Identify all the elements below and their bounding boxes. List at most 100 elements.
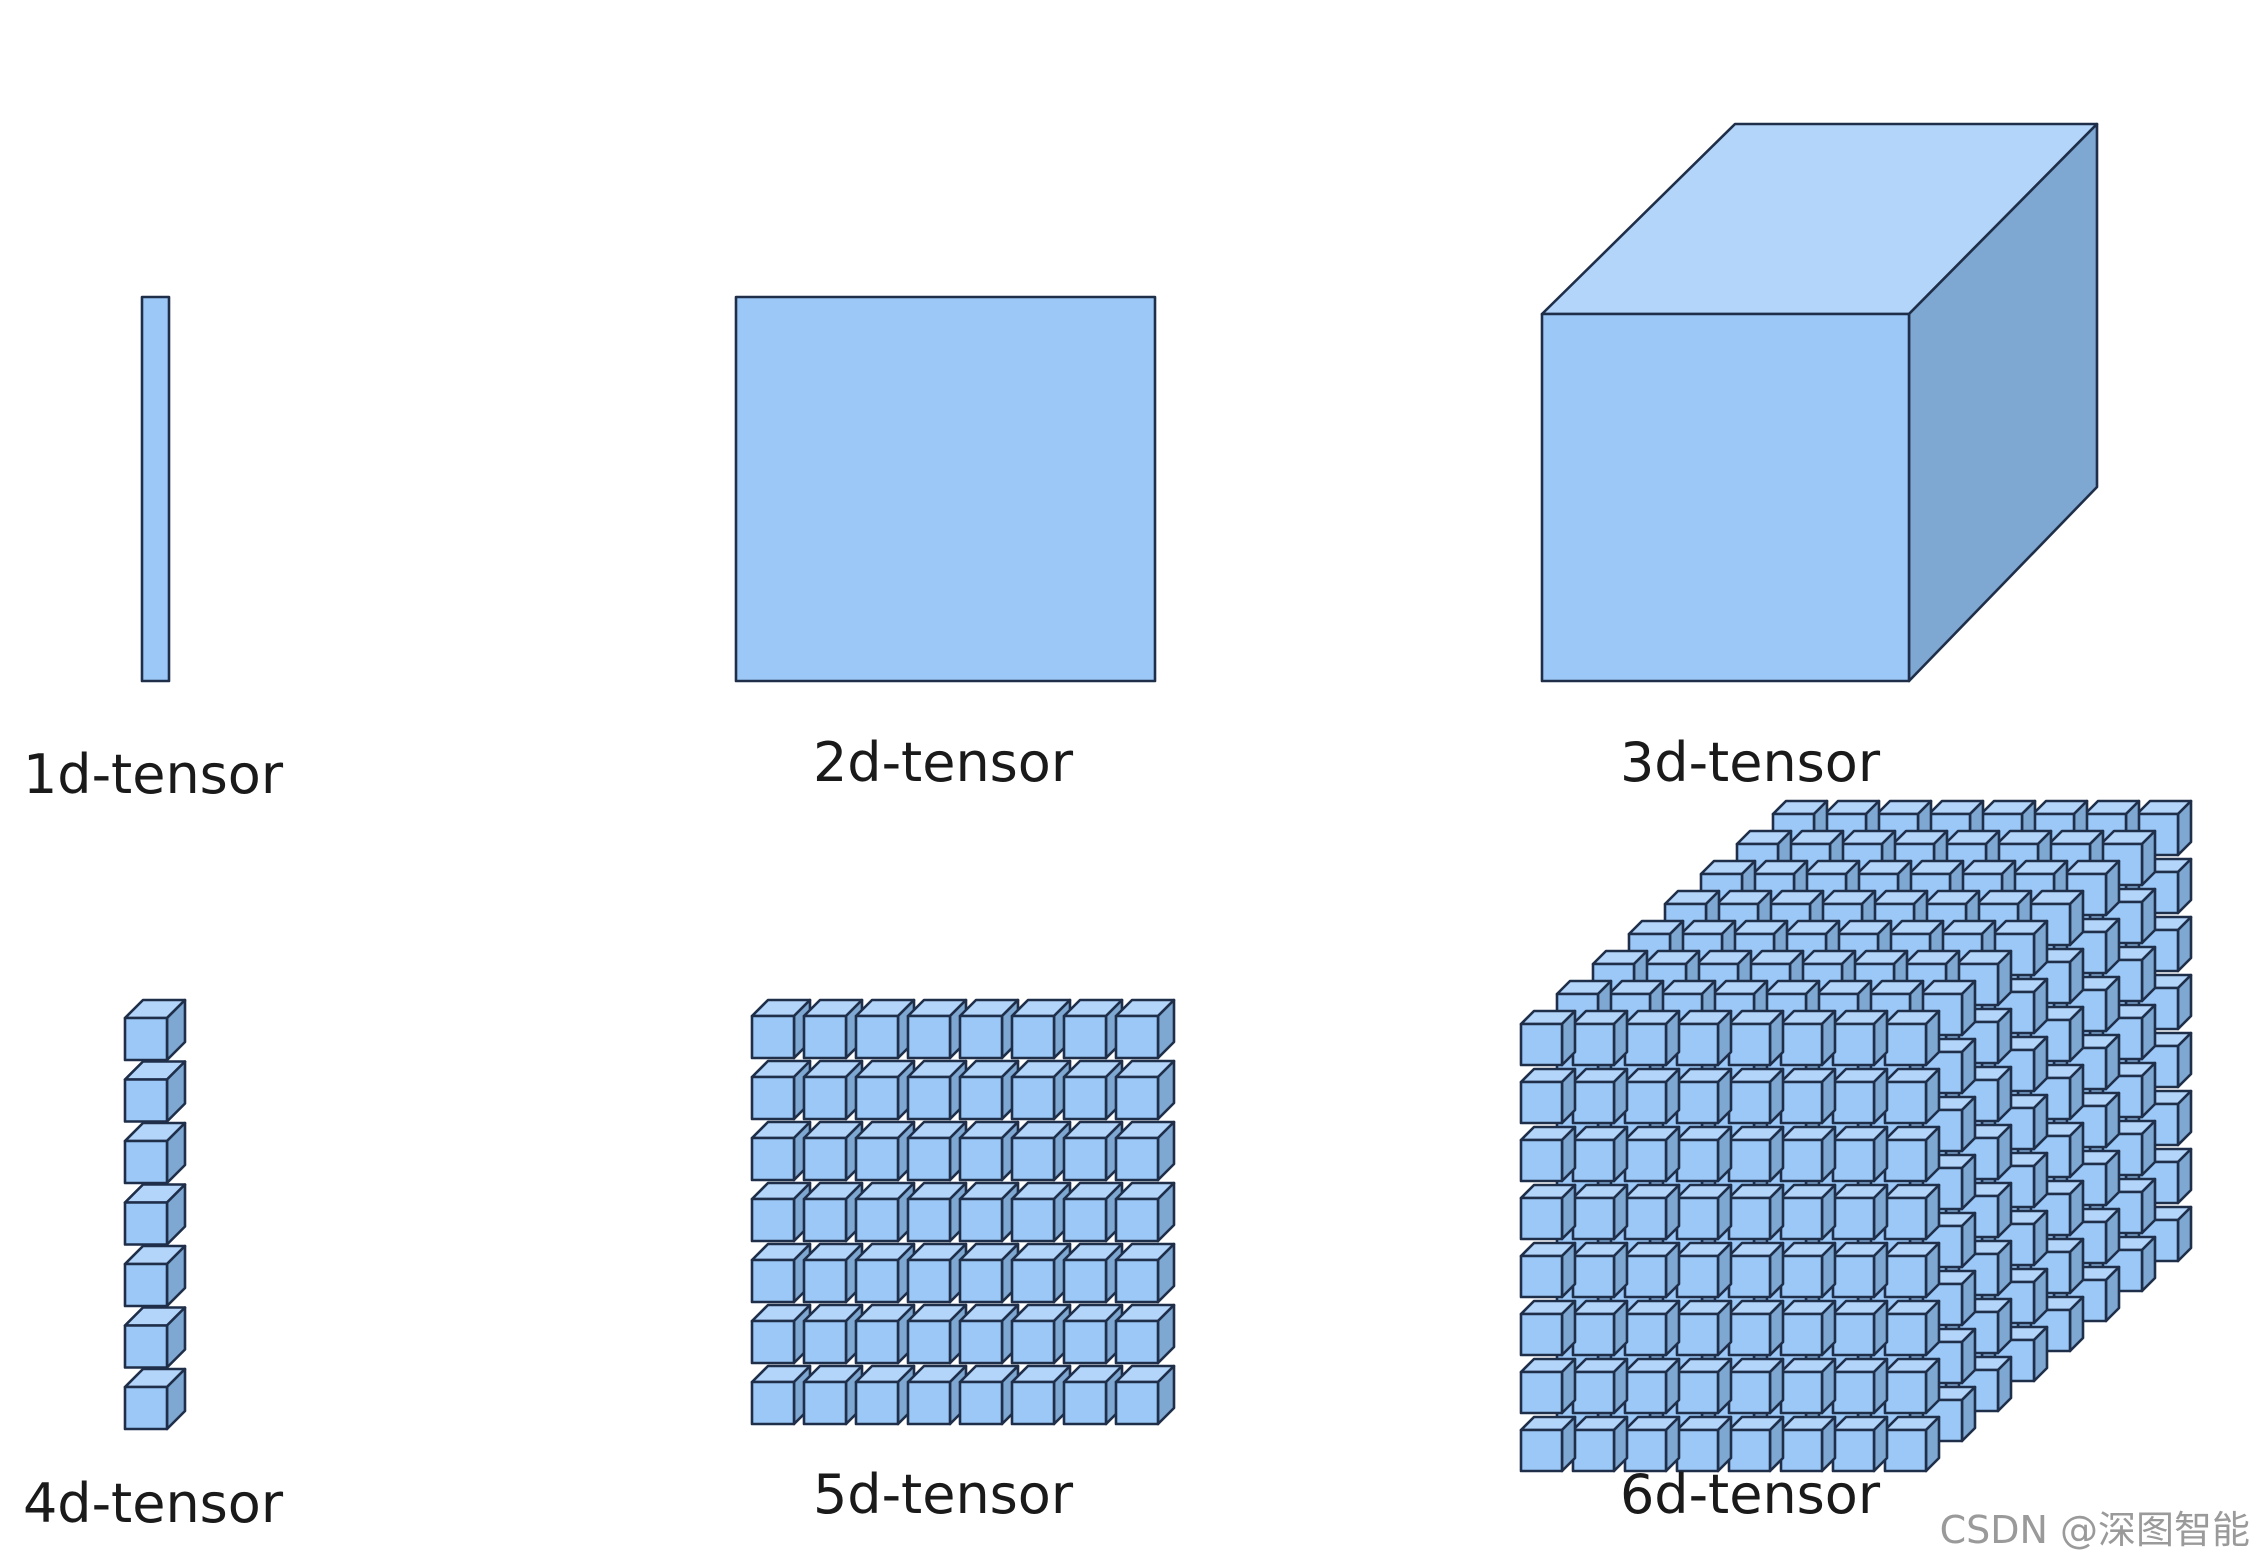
tensor-5d-cube (1062, 1059, 1124, 1121)
tensor-6d-cube (1675, 1357, 1733, 1415)
tensor-4d-cube (123, 1306, 187, 1369)
tensor-6d-cube (1675, 1415, 1733, 1473)
tensor-6d-cube (1519, 1067, 1577, 1125)
tensor-6d-cube (1727, 1357, 1785, 1415)
tensor-5d-cube (1114, 1364, 1176, 1426)
label-2d-tensor: 2d-tensor (813, 731, 1074, 794)
tensor-5d-cube (958, 1181, 1020, 1243)
tensor-6d-cube (1919, 979, 1977, 1037)
tensor-5d-cube (906, 1059, 968, 1121)
tensor-4d-cube-column (123, 998, 187, 1431)
tensor-5d-cube (906, 1364, 968, 1426)
tensor-5d-cube (1114, 998, 1176, 1060)
tensor-6d-cube (1623, 1299, 1681, 1357)
tensor-6d-cube (2135, 1031, 2193, 1089)
tensor-5d-cube (958, 1059, 1020, 1121)
tensor-5d-cube (802, 1242, 864, 1304)
tensor-5d-cube (750, 998, 812, 1060)
tensor-1d-bar (140, 295, 171, 683)
tensor-2d-shape (734, 295, 1157, 683)
tensor-5d-cube (1062, 998, 1124, 1060)
tensor-5d-cube (1010, 1181, 1072, 1243)
tensor-6d-cube (1571, 1299, 1629, 1357)
tensor-5d-cube (1062, 1120, 1124, 1182)
tensor-6d-cube (1727, 1067, 1785, 1125)
tensor-5d-cube (802, 998, 864, 1060)
tensor-5d-cube (854, 1059, 916, 1121)
tensor-6d-cube (1519, 1357, 1577, 1415)
tensor-5d-cube (750, 1181, 812, 1243)
watermark-text: CSDN @深图智能 (1940, 1508, 2250, 1552)
tensor-6d-cube (1571, 1125, 1629, 1183)
tensor-5d-cube (750, 1242, 812, 1304)
label-5d-tensor: 5d-tensor (813, 1463, 1074, 1526)
tensor-4d-cube (123, 1367, 187, 1431)
tensor-6d-cube (1831, 1357, 1889, 1415)
tensor-5d-cube (750, 1364, 812, 1426)
tensor-5d-cube (1114, 1242, 1176, 1304)
tensor-5d-cube (1010, 1303, 1072, 1365)
tensor-6d-cube (1779, 1067, 1837, 1125)
tensor-6d-cube (1623, 1357, 1681, 1415)
tensor-5d-cube (958, 998, 1020, 1060)
tensor-6d-cube (1779, 1183, 1837, 1241)
tensor-6d-cube (1727, 1125, 1785, 1183)
tensor-6d-cube (1727, 1241, 1785, 1299)
tensor-3d-shape (1540, 122, 2099, 683)
tensor-5d-cube (1114, 1120, 1176, 1182)
tensor-5d-cube (854, 1364, 916, 1426)
tensor-3d-front-face (1540, 312, 1911, 683)
tensor-6d-cube-block (1519, 799, 2193, 1473)
tensor-6d-cube (1571, 1357, 1629, 1415)
tensor-6d-cube (1779, 1357, 1837, 1415)
tensor-6d-cube (1519, 1415, 1577, 1473)
tensor-6d-cube (1675, 1183, 1733, 1241)
tensor-4d-cube (123, 1183, 187, 1246)
tensor-6d-cube (1831, 1183, 1889, 1241)
tensor-5d-cube (1062, 1364, 1124, 1426)
tensor-6d-cube (1831, 1415, 1889, 1473)
tensor-5d-cube (854, 1120, 916, 1182)
tensor-5d-cube (958, 1364, 1020, 1426)
tensor-2d-square (734, 295, 1157, 683)
tensor-6d-cube (1571, 1067, 1629, 1125)
tensor-6d-cube (1883, 1067, 1941, 1125)
tensor-6d-cube (1623, 1067, 1681, 1125)
tensor-5d-cube (1010, 1242, 1072, 1304)
tensor-5d-cube (906, 1303, 968, 1365)
tensor-6d-cube (2099, 1061, 2157, 1119)
tensor-6d-cube (1883, 1357, 1941, 1415)
tensor-6d-cube (1831, 1067, 1889, 1125)
tensor-6d-cube (1623, 1415, 1681, 1473)
label-4d-tensor: 4d-tensor (23, 1472, 284, 1535)
tensor-6d-cube (1675, 1067, 1733, 1125)
tensor-5d-cube (854, 998, 916, 1060)
tensor-5d-cube (750, 1120, 812, 1182)
tensor-6d-cube (1779, 1125, 1837, 1183)
tensor-6d-cube (1883, 1299, 1941, 1357)
tensor-6d-cube (1675, 1009, 1733, 1067)
tensor-5d-cube (1114, 1303, 1176, 1365)
tensor-5d-cube (1010, 1120, 1072, 1182)
tensor-5d-cube (854, 1181, 916, 1243)
tensor-6d-cube (1519, 1241, 1577, 1299)
tensor-6d-cube (1727, 1299, 1785, 1357)
tensor-4d-cube (123, 1244, 187, 1308)
tensor-1d-shape (140, 295, 171, 683)
tensor-6d-cube (1831, 1299, 1889, 1357)
tensor-6d-cube (1571, 1183, 1629, 1241)
tensor-5d-cube (1010, 1059, 1072, 1121)
label-1d-tensor: 1d-tensor (23, 743, 284, 806)
label-6d-tensor: 6d-tensor (1620, 1463, 1881, 1526)
tensor-6d-cube (1779, 1241, 1837, 1299)
tensor-6d-cube (1727, 1009, 1785, 1067)
tensor-6d-cube (1623, 1241, 1681, 1299)
tensor-6d-cube (1883, 1125, 1941, 1183)
tensor-6d-cube (1883, 1009, 1941, 1067)
tensor-5d-cube (958, 1120, 1020, 1182)
tensor-4d-cube (123, 998, 187, 1062)
tensor-6d-cube (1831, 1125, 1889, 1183)
tensor-5d-cube (906, 1242, 968, 1304)
tensor-6d-cube (1519, 1125, 1577, 1183)
